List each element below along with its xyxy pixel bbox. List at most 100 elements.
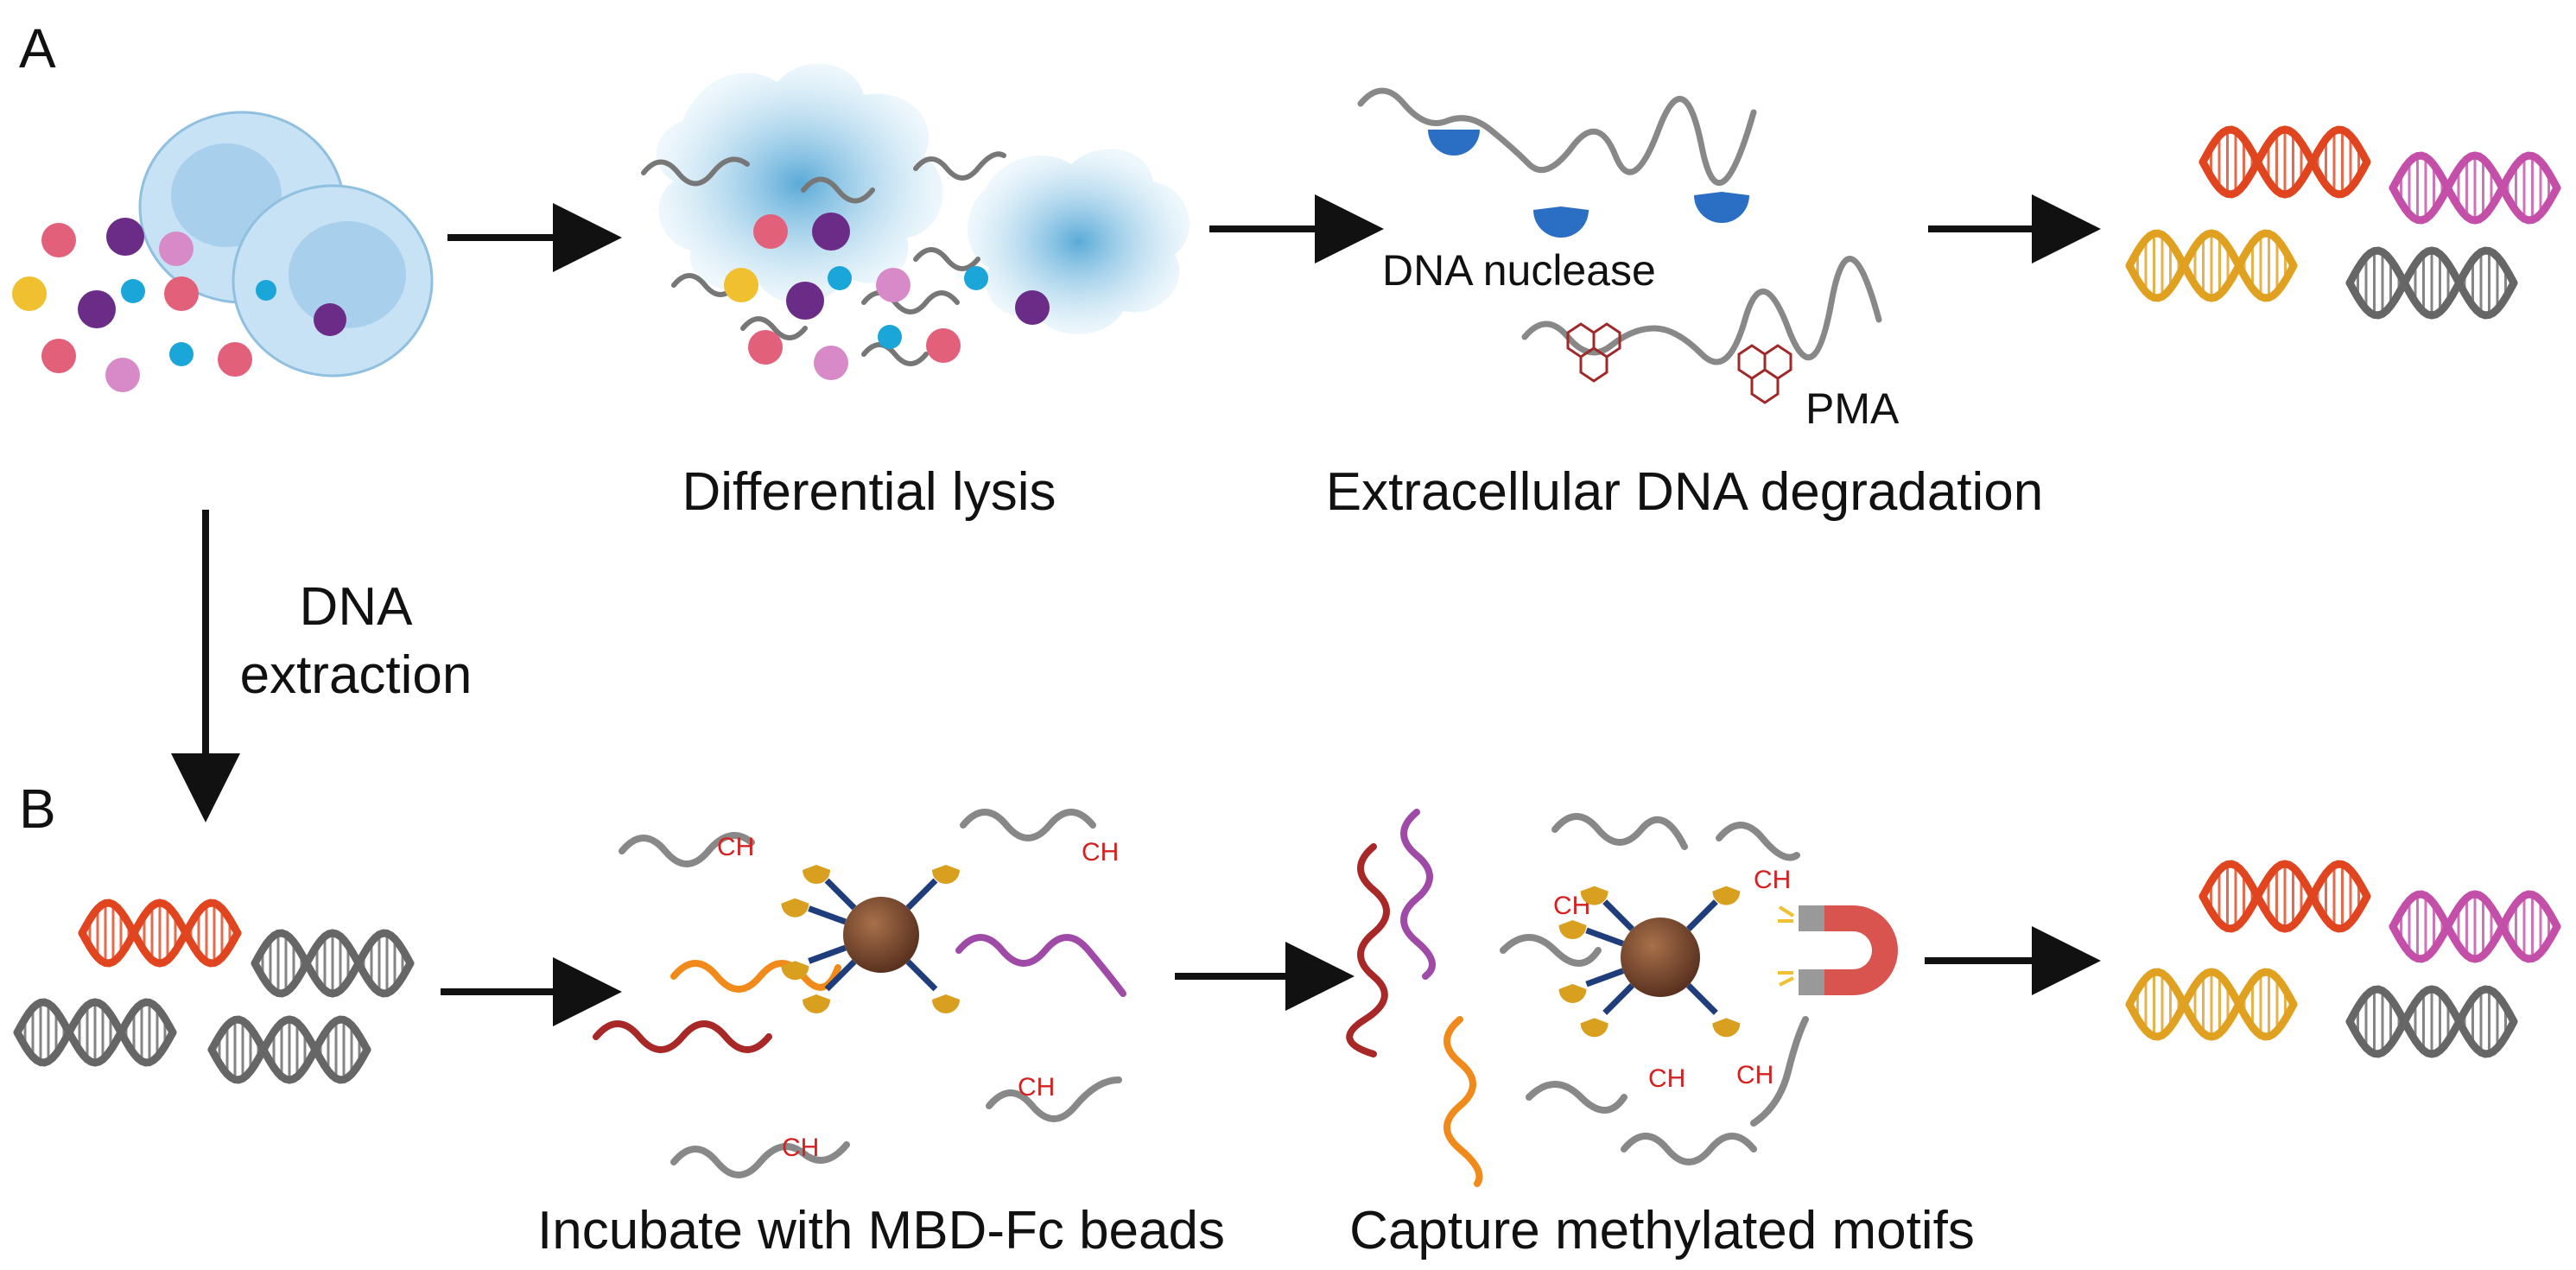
bacterium-dot — [828, 266, 852, 290]
bacterium-dot — [878, 325, 902, 349]
dna-strand — [1526, 1081, 1627, 1114]
mbd-domain-icon — [781, 961, 809, 981]
mbd-domain-icon — [1558, 920, 1587, 940]
dna-helix-icon — [13, 998, 177, 1067]
pma-molecule-icon — [1566, 322, 1621, 383]
bacterium-dot — [159, 232, 194, 266]
mbd-domain-icon — [803, 865, 831, 885]
degradation-group — [1357, 87, 1882, 404]
antibody-stalk — [1585, 927, 1624, 947]
dna-helix-icon — [2345, 246, 2518, 320]
antibody-stalk — [1602, 899, 1634, 931]
mbd-domain-icon — [1580, 1018, 1608, 1038]
dna-helix-icon — [2345, 985, 2518, 1058]
nuclease-icon — [1694, 192, 1749, 223]
bacterium-dot — [169, 342, 194, 366]
dna-fragment — [861, 290, 960, 314]
methyl-mark: CH — [782, 1133, 819, 1162]
dna-strand — [1716, 822, 1800, 861]
antibody-stalk — [824, 878, 857, 911]
pma-molecule-icon — [1737, 344, 1792, 404]
dna-strand — [619, 832, 755, 867]
dna-helix-input-group — [13, 899, 415, 1084]
bacterium-dot — [876, 268, 910, 302]
label-differential-lysis: Differential lysis — [682, 462, 1056, 522]
antibody-stalk — [1686, 899, 1718, 931]
bacterium-dot — [724, 268, 758, 302]
methyl-mark: CH — [1754, 866, 1791, 894]
mbd-fc-bead — [1558, 886, 1741, 1038]
dna-fragment — [641, 156, 750, 187]
dna-strand — [670, 960, 841, 993]
dna-helix-icon — [2389, 151, 2561, 225]
lysed-cell — [656, 63, 943, 304]
antibody-stalk — [1585, 968, 1624, 987]
dna-strand — [670, 1141, 850, 1178]
dna-strand — [1443, 1016, 1483, 1187]
bacterium-dot — [106, 218, 144, 256]
mbd-domain-icon — [803, 994, 831, 1013]
mbd-domain-icon — [931, 994, 960, 1013]
label-dna-extraction-line2: extraction — [240, 645, 473, 705]
lysed-cells-group — [641, 63, 1190, 380]
dna-helix-icon — [78, 899, 242, 968]
mbd-fc-bead — [781, 865, 960, 1013]
magnet-icon — [1778, 905, 1898, 995]
label-dna-extraction-line1: DNA — [300, 577, 414, 637]
antibody-stalk — [808, 905, 847, 925]
dna-fragment — [913, 247, 980, 271]
dna-fragment — [801, 176, 875, 204]
dna-strand — [986, 1076, 1122, 1122]
methyl-mark: CH — [1018, 1073, 1055, 1102]
methyl-mark: CH — [717, 833, 754, 861]
lysed-cell — [968, 149, 1190, 334]
methyl-mark: CH — [1082, 838, 1119, 867]
mbd-domain-icon — [781, 898, 809, 918]
methyl-mark: CH — [1736, 1061, 1773, 1089]
dna-strand — [1551, 813, 1688, 850]
dna-strand — [1750, 1016, 1809, 1127]
antibody-stalk — [905, 878, 938, 911]
label-capture: Capture methylated motifs — [1349, 1201, 1975, 1260]
bacterium-dot — [748, 330, 783, 365]
dna-strand — [1346, 843, 1390, 1057]
label-pma: PMA — [1805, 384, 1900, 433]
nuclease-icon — [1533, 206, 1589, 238]
label-extracellular-dna-degradation: Extracellular DNA degradation — [1326, 462, 2044, 522]
panel-label-a: A — [19, 17, 56, 79]
nuclease-icon — [1428, 130, 1480, 156]
dna-helix-icon — [2125, 968, 2298, 1041]
magnetic-bead — [843, 897, 919, 973]
dna-fragment — [740, 316, 808, 340]
dna-helix-icon — [207, 1015, 371, 1084]
dna-strand — [1500, 934, 1602, 967]
dna-helix-icon — [2125, 229, 2298, 302]
bacterium-dot — [164, 276, 199, 311]
bacterium-dot — [786, 282, 824, 320]
bacterium-dot — [964, 266, 988, 290]
label-incubate: Incubate with MBD-Fc beads — [537, 1201, 1225, 1260]
bacterium-dot — [812, 213, 850, 251]
bacterium-dot — [1015, 290, 1050, 325]
bacterium-dot — [814, 346, 848, 380]
dna-helix-output-group — [2125, 125, 2561, 320]
label-dna-nuclease: DNA nuclease — [1382, 246, 1656, 295]
dna-fragment — [861, 342, 929, 366]
bacterium-dot — [926, 328, 961, 363]
incubation-group: CH CH CH CH — [593, 809, 1126, 1178]
bacterium-dot — [12, 276, 47, 311]
dna-helix-icon — [2198, 860, 2371, 933]
bacterium-dot — [256, 280, 276, 301]
bacterium-dot — [78, 290, 116, 328]
dna-strand — [1400, 809, 1436, 980]
dna-strand — [1521, 256, 1882, 365]
mbd-domain-icon — [1712, 1018, 1741, 1038]
antibody-stalk — [1602, 983, 1634, 1015]
dna-strand — [593, 1020, 772, 1053]
mbd-domain-icon — [1712, 886, 1741, 905]
bacterium-dot — [121, 279, 145, 303]
dna-strand — [960, 809, 1096, 841]
dna-helix-icon — [251, 929, 415, 998]
mbd-domain-icon — [931, 865, 960, 885]
